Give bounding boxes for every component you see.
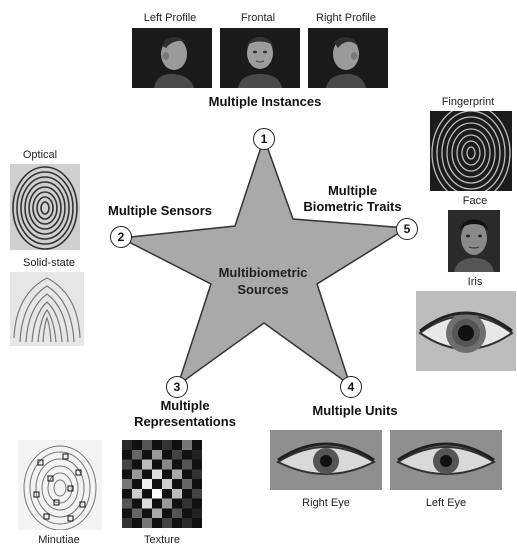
label-optical: Optical xyxy=(10,149,70,161)
left-eye-image xyxy=(390,430,502,490)
title-multiple-instances: Multiple Instances xyxy=(180,94,350,110)
fingerprint-optical-image xyxy=(10,164,80,250)
trait-fingerprint-image xyxy=(430,111,512,191)
title-multiple-sensors: Multiple Sensors xyxy=(90,203,230,219)
badge-4: 4 xyxy=(340,376,362,398)
title-rep-line2: Representations xyxy=(110,414,260,430)
star-polygon xyxy=(121,138,407,385)
label-fingerprint: Fingerprint xyxy=(428,96,508,108)
face-right-profile-image xyxy=(308,28,388,88)
right-eye-image xyxy=(270,430,382,490)
fingerprint-solid-state-image xyxy=(10,272,84,346)
title-rep-line1: Multiple xyxy=(110,398,260,414)
face-frontal-image xyxy=(220,28,300,88)
title-traits-line2: Biometric Traits xyxy=(290,199,415,215)
title-multiple-representations: Multiple Representations xyxy=(110,398,260,430)
trait-iris-image xyxy=(416,291,516,371)
texture-map-image xyxy=(122,440,202,528)
label-solid-state: Solid-state xyxy=(14,257,84,269)
title-multiple-units: Multiple Units xyxy=(290,403,420,419)
label-right-eye: Right Eye xyxy=(286,497,366,509)
fingerprint-minutiae-image xyxy=(18,440,102,530)
badge-5: 5 xyxy=(396,218,418,240)
center-title-line1: Multibiometric xyxy=(193,264,333,281)
label-texture: Texture xyxy=(127,534,197,546)
label-iris: Iris xyxy=(445,276,505,288)
label-right-profile: Right Profile xyxy=(306,12,386,24)
label-frontal: Frontal xyxy=(218,12,298,24)
label-left-profile: Left Profile xyxy=(130,12,210,24)
trait-face-image xyxy=(448,210,500,272)
center-title-line2: Sources xyxy=(193,281,333,298)
label-face: Face xyxy=(445,195,505,207)
title-multiple-traits: Multiple Biometric Traits xyxy=(290,183,415,215)
badge-3: 3 xyxy=(166,376,188,398)
badge-2: 2 xyxy=(110,226,132,248)
badge-1: 1 xyxy=(253,128,275,150)
label-minutiae: Minutiae xyxy=(24,534,94,546)
label-left-eye: Left Eye xyxy=(406,497,486,509)
face-left-profile-image xyxy=(132,28,212,88)
center-title: Multibiometric Sources xyxy=(193,264,333,298)
title-traits-line1: Multiple xyxy=(290,183,415,199)
